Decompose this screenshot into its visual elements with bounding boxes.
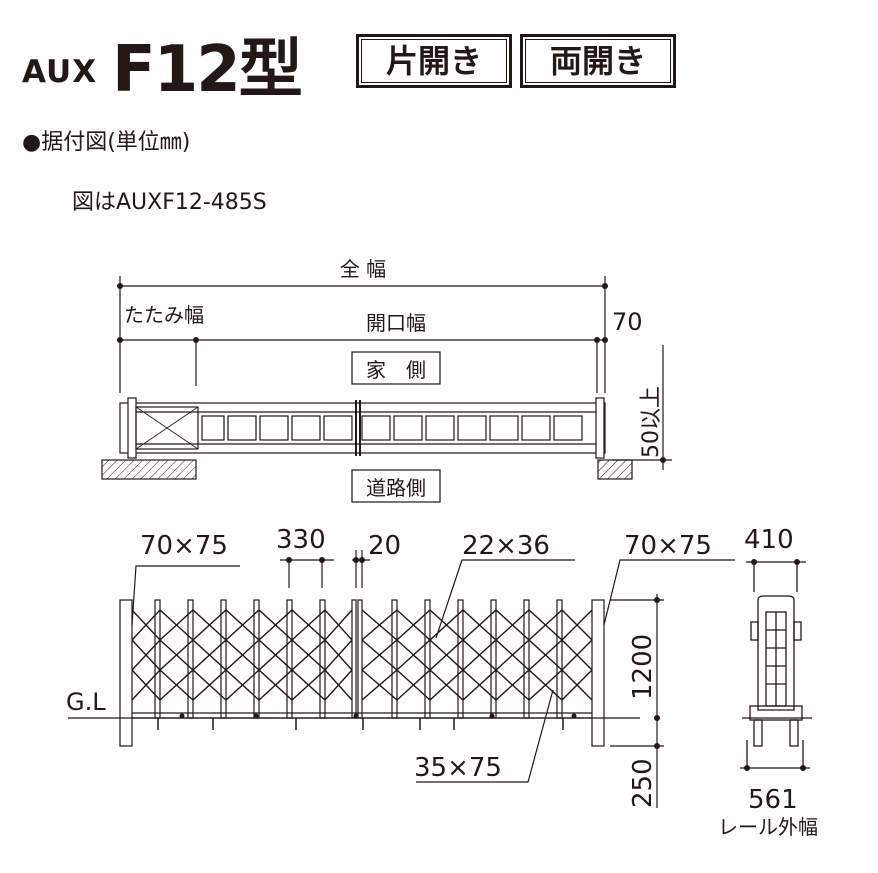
badge-single-opening: 片開き (356, 34, 512, 88)
elevation-vertical-bars (154, 599, 563, 719)
height-1200-label: 1200 (628, 634, 658, 700)
plan-lattice-panels (201, 415, 583, 441)
total-width-label: 全 幅 (340, 257, 386, 281)
elevation-lattice (131, 609, 593, 701)
leader-rail (416, 689, 554, 783)
title-prefix: AUX (22, 54, 98, 90)
section-heading: ●据付図(単位㎜) (22, 130, 191, 155)
road-side-box (351, 469, 441, 503)
title-model: F12型 (112, 33, 303, 107)
house-side-label: 家 側 (366, 358, 426, 382)
house-side-box (351, 351, 441, 385)
side-gate-body (757, 595, 795, 711)
leader-lattice (435, 559, 575, 639)
fold-width-label: たたみ幅 (124, 303, 204, 327)
dim-70-label: 70 (612, 308, 643, 336)
dim-50-label: 50以上 (639, 386, 664, 458)
lattice-size-label: 22×36 (462, 531, 550, 561)
post-left-size-label: 70×75 (140, 531, 228, 561)
post-left (119, 599, 133, 747)
gl-label: G.L (66, 688, 106, 716)
ground-right (597, 459, 633, 480)
side-view (740, 559, 812, 771)
plan-view (101, 276, 672, 503)
side-top-width-label: 410 (744, 525, 794, 555)
badge-double-opening: 両開き (520, 34, 676, 88)
leader-post-left (131, 565, 240, 626)
ground-left (101, 459, 197, 480)
rail-width-caption: レール外幅 (718, 815, 818, 839)
road-side-label: 道路側 (366, 476, 426, 500)
leader-post-right (603, 559, 735, 626)
dim-20-label: 20 (368, 531, 401, 561)
post-right-size-label: 70×75 (624, 531, 712, 561)
rail-size-label: 35×75 (414, 753, 502, 783)
depth-250-label: 250 (628, 758, 658, 808)
figure-note: 図はAUXF12-485S (72, 190, 267, 215)
opening-width-label: 開口幅 (366, 311, 426, 335)
folded-section (135, 406, 199, 450)
plan-gate-frame (119, 402, 606, 454)
post-right (591, 599, 605, 747)
dim-330-label: 330 (276, 525, 326, 555)
elevation-view (68, 550, 735, 808)
rail-width-value-label: 561 (748, 785, 798, 815)
